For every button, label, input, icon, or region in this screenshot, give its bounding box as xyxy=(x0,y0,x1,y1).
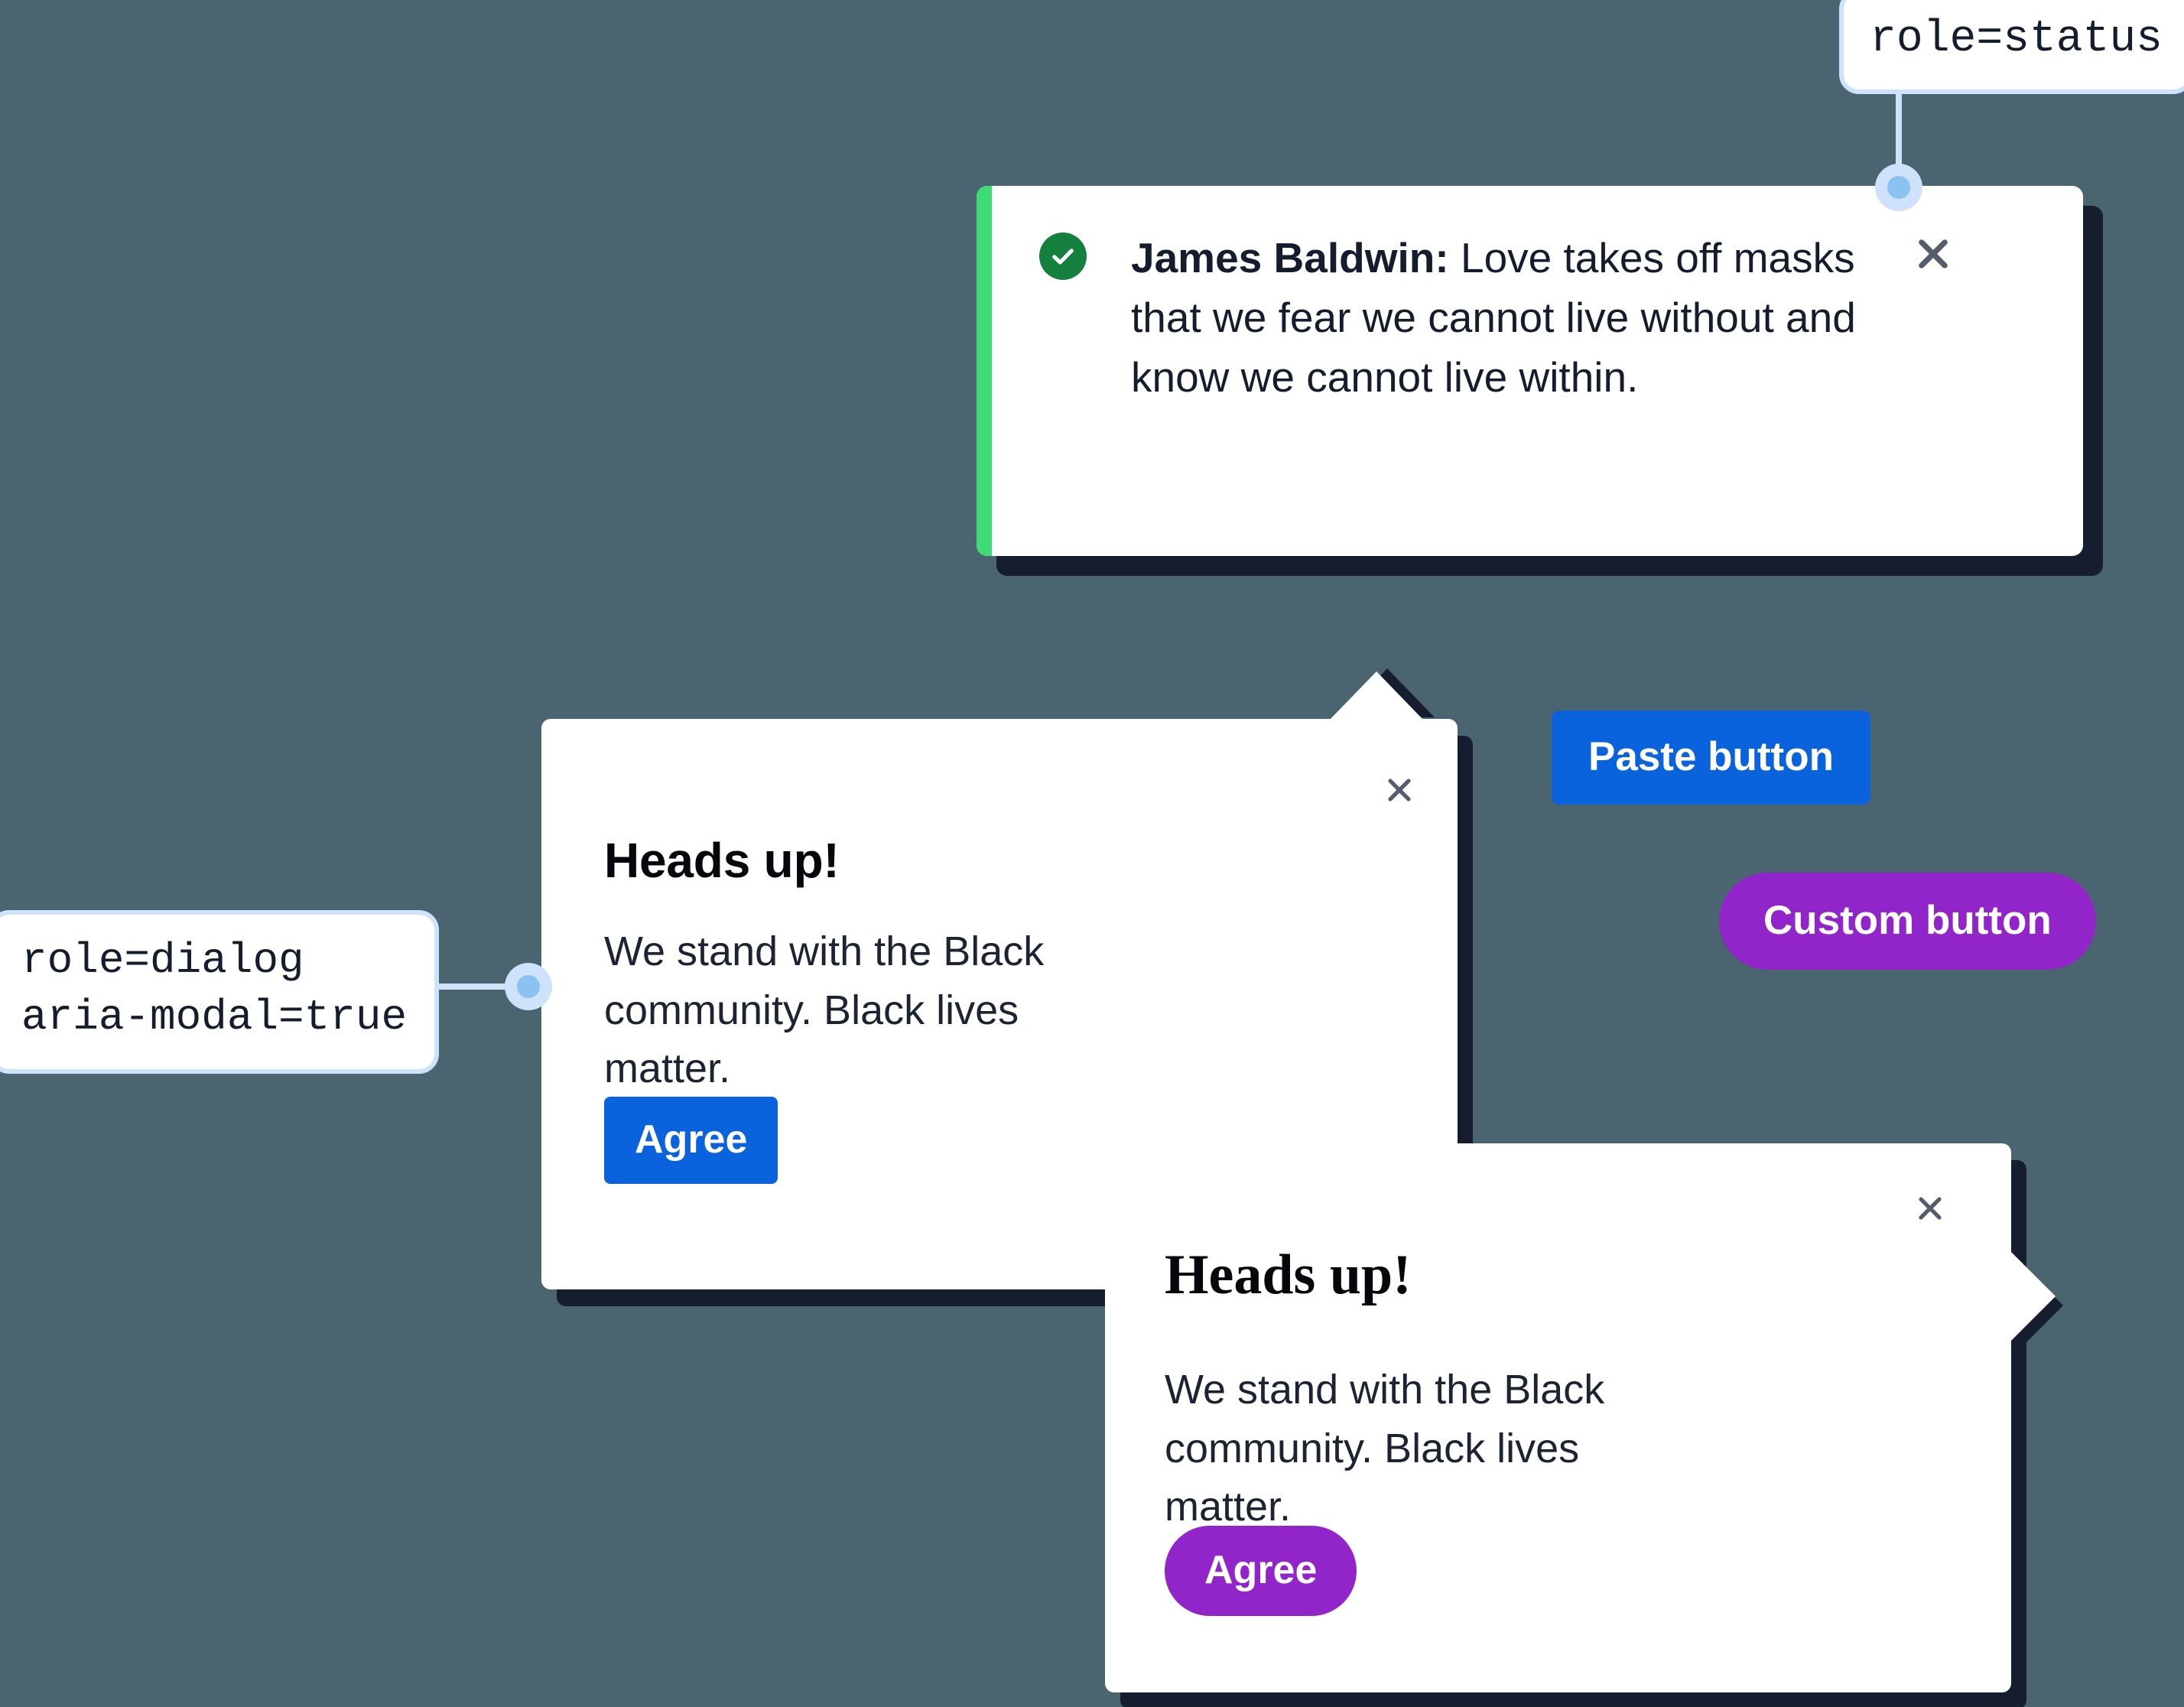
toast-close-button[interactable] xyxy=(1900,228,1966,294)
dialog-default-title: Heads up! xyxy=(604,833,840,888)
close-icon xyxy=(1912,1190,1948,1229)
custom-button[interactable]: Custom button xyxy=(1719,873,2096,970)
toast-accent-stripe xyxy=(977,186,992,556)
dialog-custom: Heads up! We stand with the Black commun… xyxy=(1105,1143,2056,1692)
toast-message: James Baldwin: Love takes off masks that… xyxy=(1131,228,1880,525)
toast-content: James Baldwin: Love takes off masks that… xyxy=(992,186,2083,556)
close-icon xyxy=(1912,228,1955,275)
dialog-default-close-button[interactable] xyxy=(1372,763,1427,818)
toast-quote: Love takes off masks that we fear we can… xyxy=(1131,234,1856,402)
paste-button[interactable]: Paste button xyxy=(1552,710,1870,805)
connector-line-dialog xyxy=(428,984,520,990)
dialog-custom-body: We stand with the Black community. Black… xyxy=(1165,1367,1605,1530)
annotation-role-status: role=status xyxy=(1839,0,2184,94)
close-icon xyxy=(1381,772,1418,811)
connector-dot-dialog xyxy=(505,963,552,1010)
dialog-custom-title: Heads up! xyxy=(1165,1244,1412,1306)
dialog-custom-close-button[interactable] xyxy=(1903,1182,1958,1237)
connector-line-status xyxy=(1896,80,1902,187)
dialog-pointer-right xyxy=(2010,1250,2056,1342)
dialog-custom-agree-button[interactable]: Agree xyxy=(1165,1526,1357,1616)
status-toast: James Baldwin: Love takes off masks that… xyxy=(977,186,2083,556)
dialog-default-agree-button[interactable]: Agree xyxy=(604,1097,778,1184)
connector-dot-status xyxy=(1875,164,1922,211)
annotation-role-dialog: role=dialog aria-modal=true xyxy=(0,910,440,1074)
check-circle-icon xyxy=(1039,232,1087,280)
dialog-default-body: We stand with the Black community. Black… xyxy=(604,928,1045,1092)
dialog-pointer-up xyxy=(1329,671,1424,720)
toast-speaker: James Baldwin: xyxy=(1131,234,1449,281)
